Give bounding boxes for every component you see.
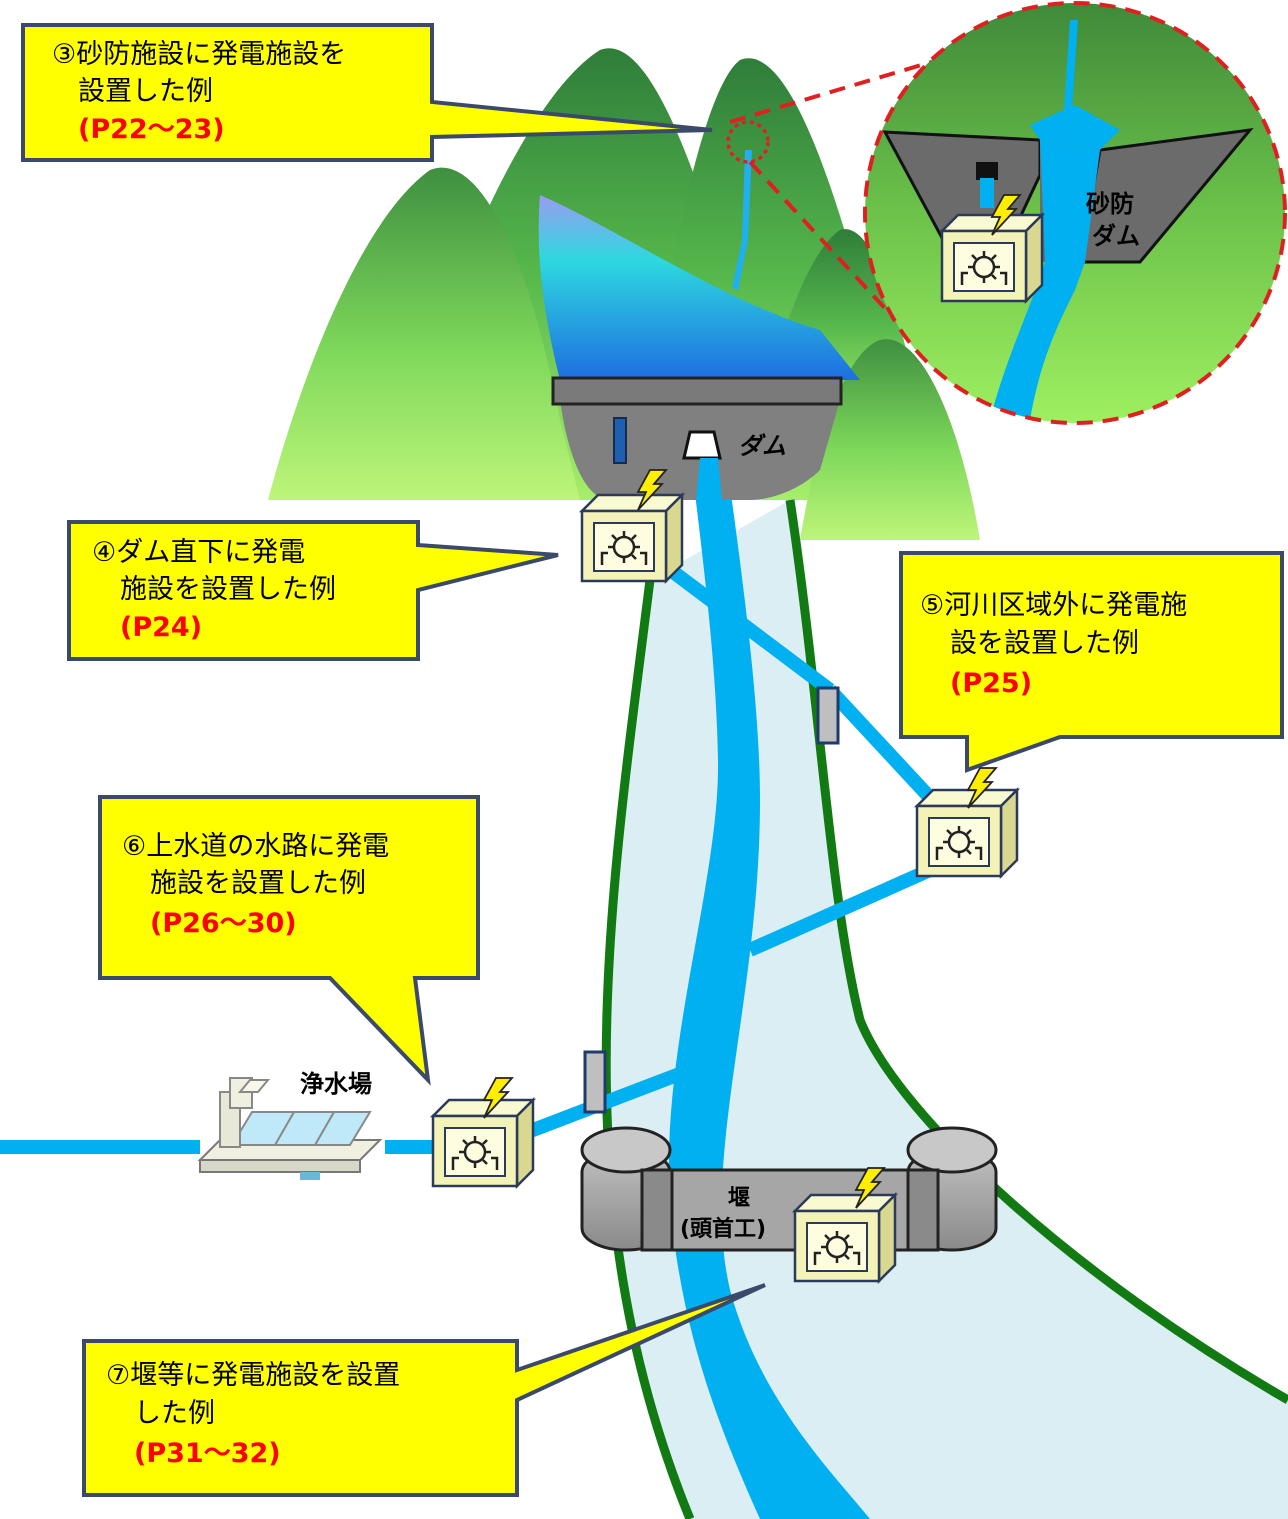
zoom-target-circle <box>726 120 770 164</box>
callout-sabo-facility: ③砂防施設に発電施設を 設置した例 (P22～23) <box>21 23 713 162</box>
dam <box>551 376 843 500</box>
water-treatment-plant <box>197 1077 383 1180</box>
zoom-connector <box>729 50 966 124</box>
weir-label-sub: (頭首工) <box>680 1216 766 1242</box>
reservoir <box>538 195 860 380</box>
water-plant-label: 浄水場 <box>300 1070 372 1098</box>
callout-water-supply: ⑥上水道の水路に発電 施設を設置した例 (P26～30) <box>98 795 480 1086</box>
generator-box-icon <box>580 493 684 583</box>
callout-weir: ⑦堰等に発電施設を設置 した例 (P31～32) <box>82 1283 766 1497</box>
page-reference: (P22～23) <box>78 114 225 145</box>
callout-line: 設を設置した例 <box>950 628 1139 659</box>
zoom-connector <box>748 160 907 332</box>
page-reference: (P31～32) <box>134 1438 281 1469</box>
pipe-valve <box>583 1050 607 1114</box>
callout-dam-downstream: ④ダム直下に発電 施設を設置した例 (P24) <box>67 520 559 661</box>
mountain-stream <box>732 150 752 290</box>
callout-line: 施設を設置した例 <box>120 574 336 605</box>
dam-label: ダム <box>738 432 786 460</box>
generator-box-icon <box>793 1193 897 1283</box>
generator-box-icon <box>915 788 1019 878</box>
river <box>601 450 1288 1519</box>
page-reference: (P24) <box>120 612 202 643</box>
callout-line: ⑥上水道の水路に発電 <box>122 831 389 862</box>
callout-outside-river-area: ⑤河川区域外に発電施 設を設置した例 (P25) <box>899 551 1284 773</box>
callout-line: ③砂防施設に発電施設を <box>52 39 346 70</box>
callout-line: ⑤河川区域外に発電施 <box>920 590 1187 621</box>
callout-line: ⑦堰等に発電施設を設置 <box>106 1360 400 1391</box>
weir-label: 堰 <box>728 1186 750 1211</box>
callout-line: ④ダム直下に発電 <box>92 537 305 568</box>
callout-line: 施設を設置した例 <box>150 868 366 899</box>
sabo-dam-label: 砂防 <box>1086 190 1134 218</box>
generator-box-icon <box>940 213 1044 303</box>
pipe-valve <box>816 686 840 745</box>
callout-line: 設置した例 <box>78 76 213 107</box>
generator-box-icon <box>431 1098 535 1188</box>
sabo-dam-label-sub: ダム <box>1092 222 1140 250</box>
pipes <box>0 455 966 1154</box>
page-reference: (P25) <box>950 668 1032 699</box>
sabo-dam-zoom <box>863 1 1287 425</box>
callout-line: した例 <box>134 1398 215 1429</box>
page-reference: (P26～30) <box>150 908 297 939</box>
